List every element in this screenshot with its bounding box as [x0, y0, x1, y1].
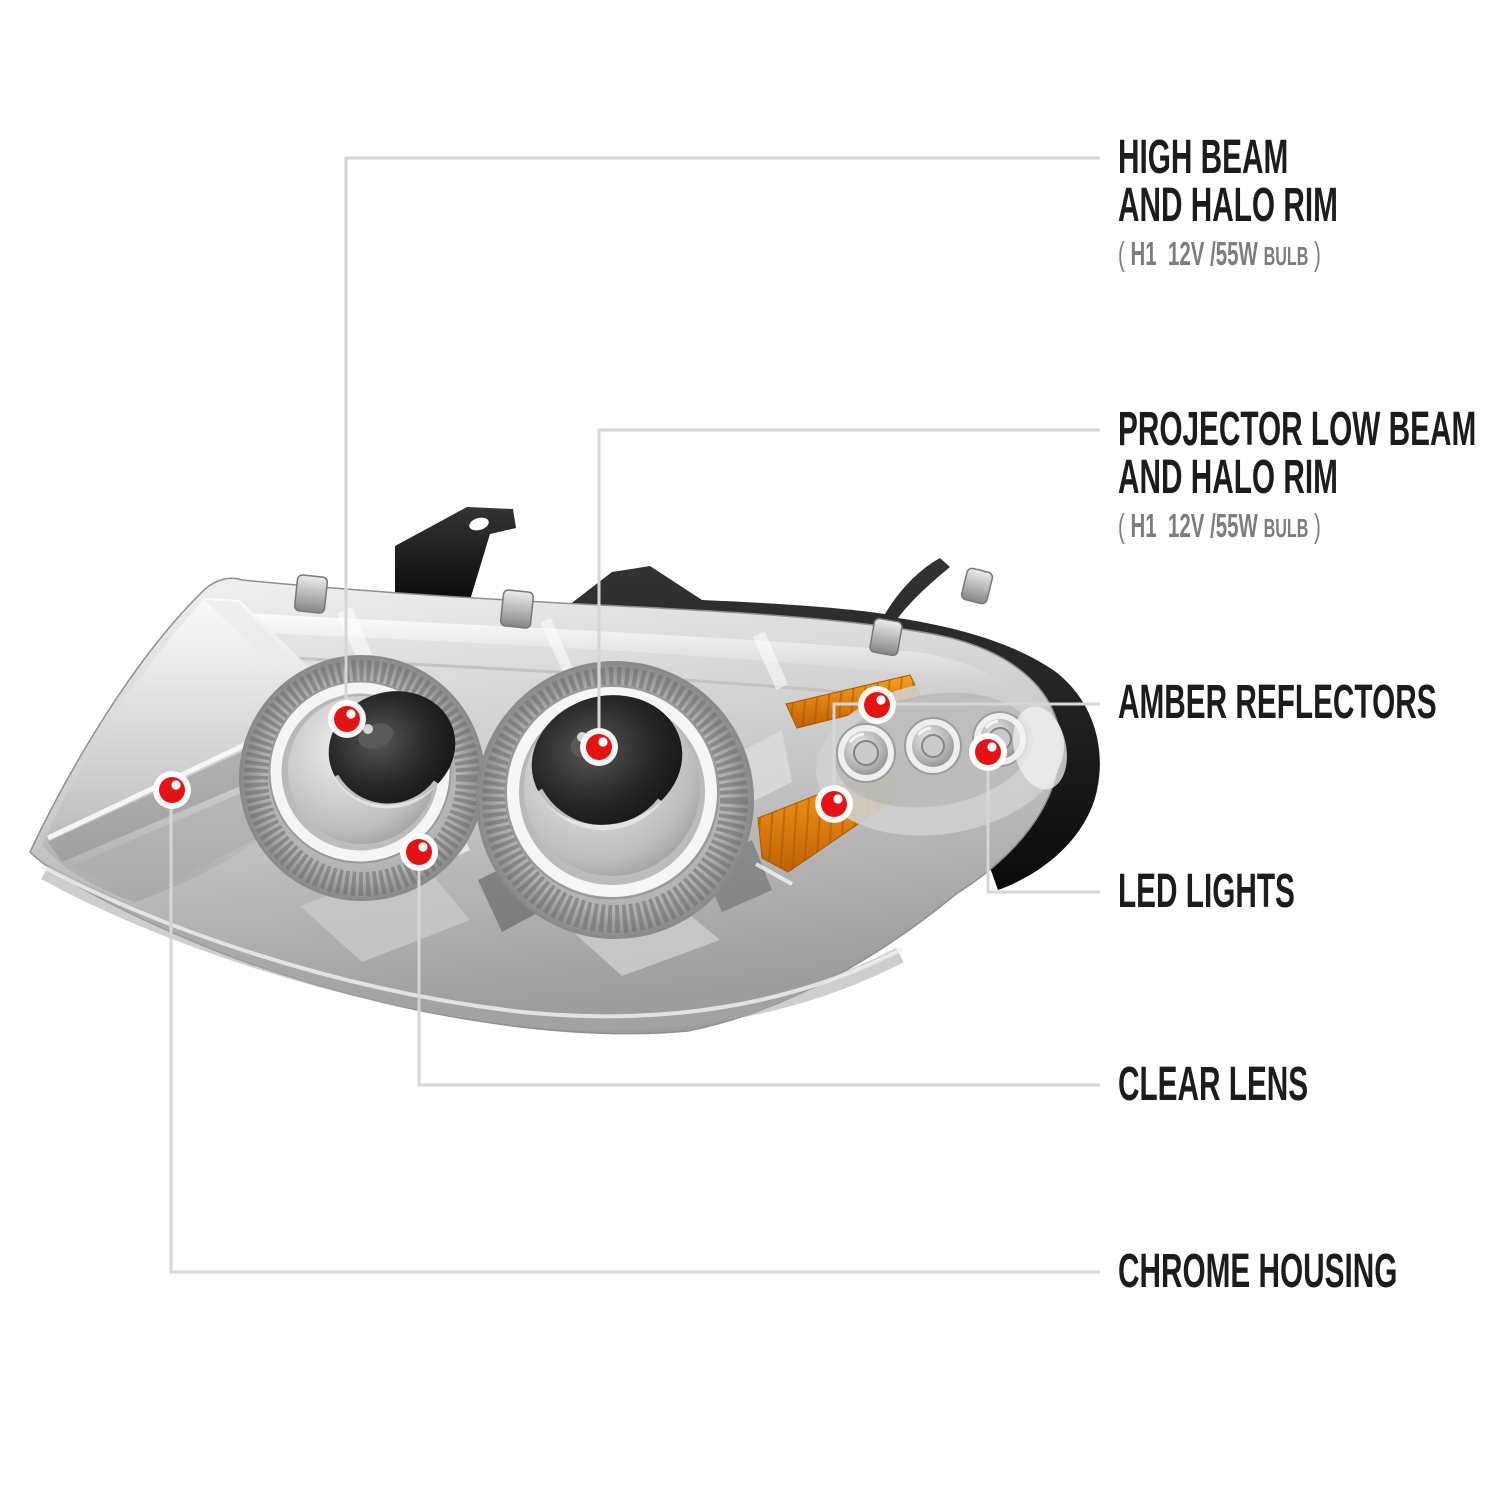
label-subline: ( H1 12V /55W BULB ) — [1118, 235, 1321, 272]
housing-back-shell — [205, 507, 1100, 890]
label-line: LED LIGHTS — [1118, 865, 1295, 918]
label-line: PROJECTOR LOW BEAM — [1118, 403, 1477, 456]
mounting-bracket — [395, 507, 516, 600]
callout-label-amber: AMBER REFLECTORS — [1118, 679, 1437, 727]
leader-line-led — [986, 752, 1100, 894]
leader-line-chrome — [169, 790, 1100, 1274]
callout-dot-led — [969, 733, 1007, 771]
leader-line-high-beam — [344, 156, 1100, 719]
label-line: AND HALO RIM — [1118, 451, 1338, 504]
callout-dot-amber-bottom — [815, 785, 853, 823]
label-line: AMBER REFLECTORS — [1118, 676, 1437, 729]
label-line: CHROME HOUSING — [1118, 1245, 1398, 1298]
mounting-bracket-hole — [469, 517, 489, 531]
callout-dot-clear-lens — [400, 833, 438, 871]
leader-line-low-beam — [597, 428, 1100, 747]
callout-label-led: LED LIGHTS — [1118, 868, 1295, 916]
callout-dot-chrome — [153, 771, 191, 809]
callout-dots — [153, 686, 1007, 871]
callout-label-high-beam: HIGH BEAM AND HALO RIM ( H1 12V /55W BUL… — [1118, 134, 1338, 276]
label-line: CLEAR LENS — [1118, 1058, 1309, 1111]
callout-label-chrome: CHROME HOUSING — [1118, 1248, 1397, 1296]
label-subline: ( H1 12V /55W BULB ) — [1118, 507, 1321, 544]
label-line: HIGH BEAM — [1118, 131, 1289, 184]
callout-dot-low-beam — [580, 728, 618, 766]
low-beam-halo-rim — [507, 687, 717, 897]
callout-label-low-beam: PROJECTOR LOW BEAM AND HALO RIM ( H1 12V… — [1118, 406, 1476, 548]
low-beam-projector — [476, 661, 754, 939]
leader-line-amber — [832, 702, 1100, 804]
callout-dot-amber-top — [858, 686, 896, 724]
leader-line-clear-lens — [417, 852, 1100, 1087]
callout-label-clear-lens: CLEAR LENS — [1118, 1061, 1308, 1109]
high-beam-projector — [239, 655, 485, 901]
leader-lines — [169, 156, 1100, 1274]
callout-dot-high-beam — [328, 700, 366, 738]
label-line: AND HALO RIM — [1118, 179, 1338, 232]
retaining-clips — [293, 567, 994, 657]
led-bulb — [836, 723, 896, 783]
led-bulb — [904, 717, 962, 775]
